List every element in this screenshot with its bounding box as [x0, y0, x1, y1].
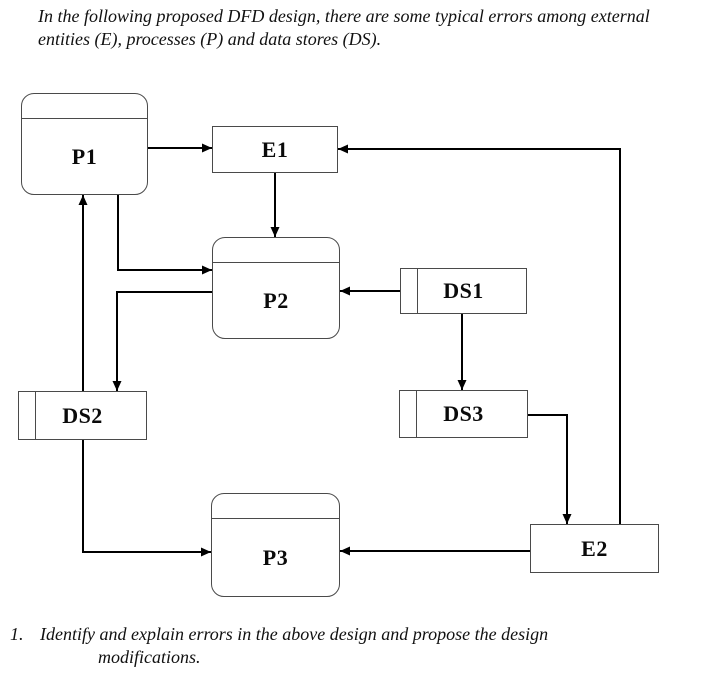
question-line-1: Identify and explain errors in the above…: [40, 624, 549, 644]
node-label-p3: P3: [262, 544, 289, 570]
flow-arrow-e2-to-e1: [338, 144, 621, 524]
datastore-divider-line: [35, 392, 36, 439]
flow-arrow-ds3-to-e2: [528, 414, 572, 524]
datastore-node-ds1: DS1: [400, 268, 527, 314]
node-label-ds3: DS3: [443, 401, 484, 426]
question-line-2: modifications.: [98, 647, 201, 667]
question-number: 1.: [10, 624, 24, 644]
intro-text: In the following proposed DFD design, th…: [38, 5, 698, 51]
question-text: 1. Identify and explain errors in the ab…: [10, 623, 548, 669]
process-node-p1: P1: [21, 93, 148, 195]
external-node-e1: E1: [212, 126, 338, 173]
flow-arrow-p2-to-ds2: [112, 291, 212, 391]
node-label-ds1: DS1: [443, 278, 484, 303]
question-body: Identify and explain errors in the above…: [40, 623, 548, 669]
node-label-p2: P2: [263, 287, 289, 313]
process-header-band: [213, 238, 339, 263]
process-header-band: [212, 494, 339, 519]
node-label-e2: E2: [581, 535, 608, 561]
datastore-node-ds3: DS3: [399, 390, 528, 438]
intro-line-1: In the following proposed DFD design, th…: [38, 6, 650, 26]
process-header-band: [22, 94, 147, 119]
intro-line-2: entities (E), processes (P) and data sto…: [38, 29, 382, 49]
node-label-p1: P1: [71, 143, 98, 169]
node-label-ds2: DS2: [62, 402, 103, 428]
flow-arrow-p1-to-p2: [117, 195, 212, 275]
process-node-p3: P3: [211, 493, 340, 597]
external-node-e2: E2: [530, 524, 659, 573]
process-node-p2: P2: [212, 237, 340, 339]
flow-arrow-ds2-to-p3: [82, 440, 211, 557]
node-label-e1: E1: [261, 136, 289, 162]
datastore-node-ds2: DS2: [18, 391, 147, 440]
datastore-divider-line: [416, 391, 417, 437]
datastore-divider-line: [417, 269, 418, 313]
